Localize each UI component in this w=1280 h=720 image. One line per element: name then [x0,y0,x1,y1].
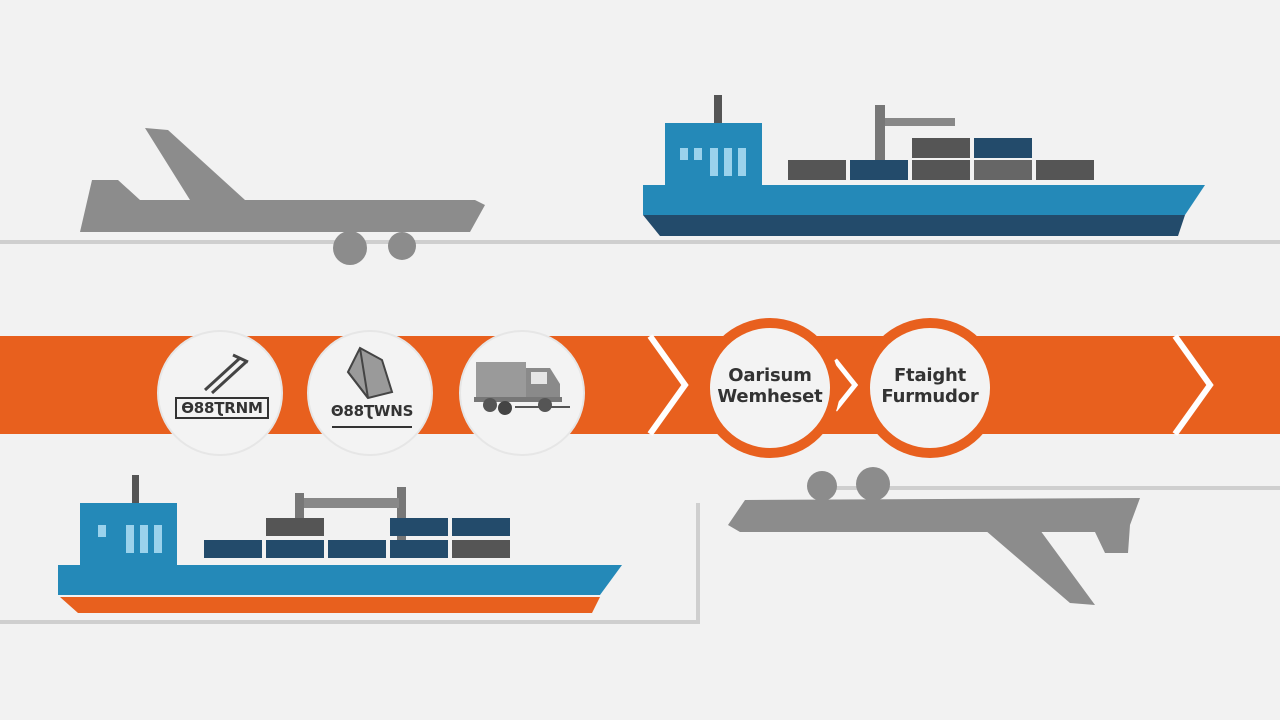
pallet-jack-icon [203,353,249,395]
step-4-label-line1: Oarisum [728,365,812,386]
step-circle-1 [157,330,283,456]
container-ship-icon [643,95,1205,236]
container-ship-icon-bottom [58,475,622,613]
step-circle-4 [700,318,840,458]
bottom-left-bracket [0,503,700,624]
box-package-icon [346,346,394,400]
delivery-truck-icon [474,362,570,415]
step-5-label: Ftaight Furmudor [872,365,988,407]
step-circle-5 [860,318,1000,458]
step-circle-3 [459,330,585,456]
airplane-icon-bottom [728,467,1280,605]
top-divider-line [0,240,1280,244]
step-4-label-line2: Wemheset [717,385,823,407]
step-1-label: Ѳ88ƮRNM [181,399,263,417]
step-5-label-line2: Furmudor [881,385,979,407]
step-circle-2 [307,330,433,456]
step-4-label: Oarisum Wemheset [712,365,828,407]
step-2-label: Θ88ƮWNS [330,402,414,420]
airplane-icon [80,128,485,265]
step-5-label-line1: Ftaight [893,365,967,386]
